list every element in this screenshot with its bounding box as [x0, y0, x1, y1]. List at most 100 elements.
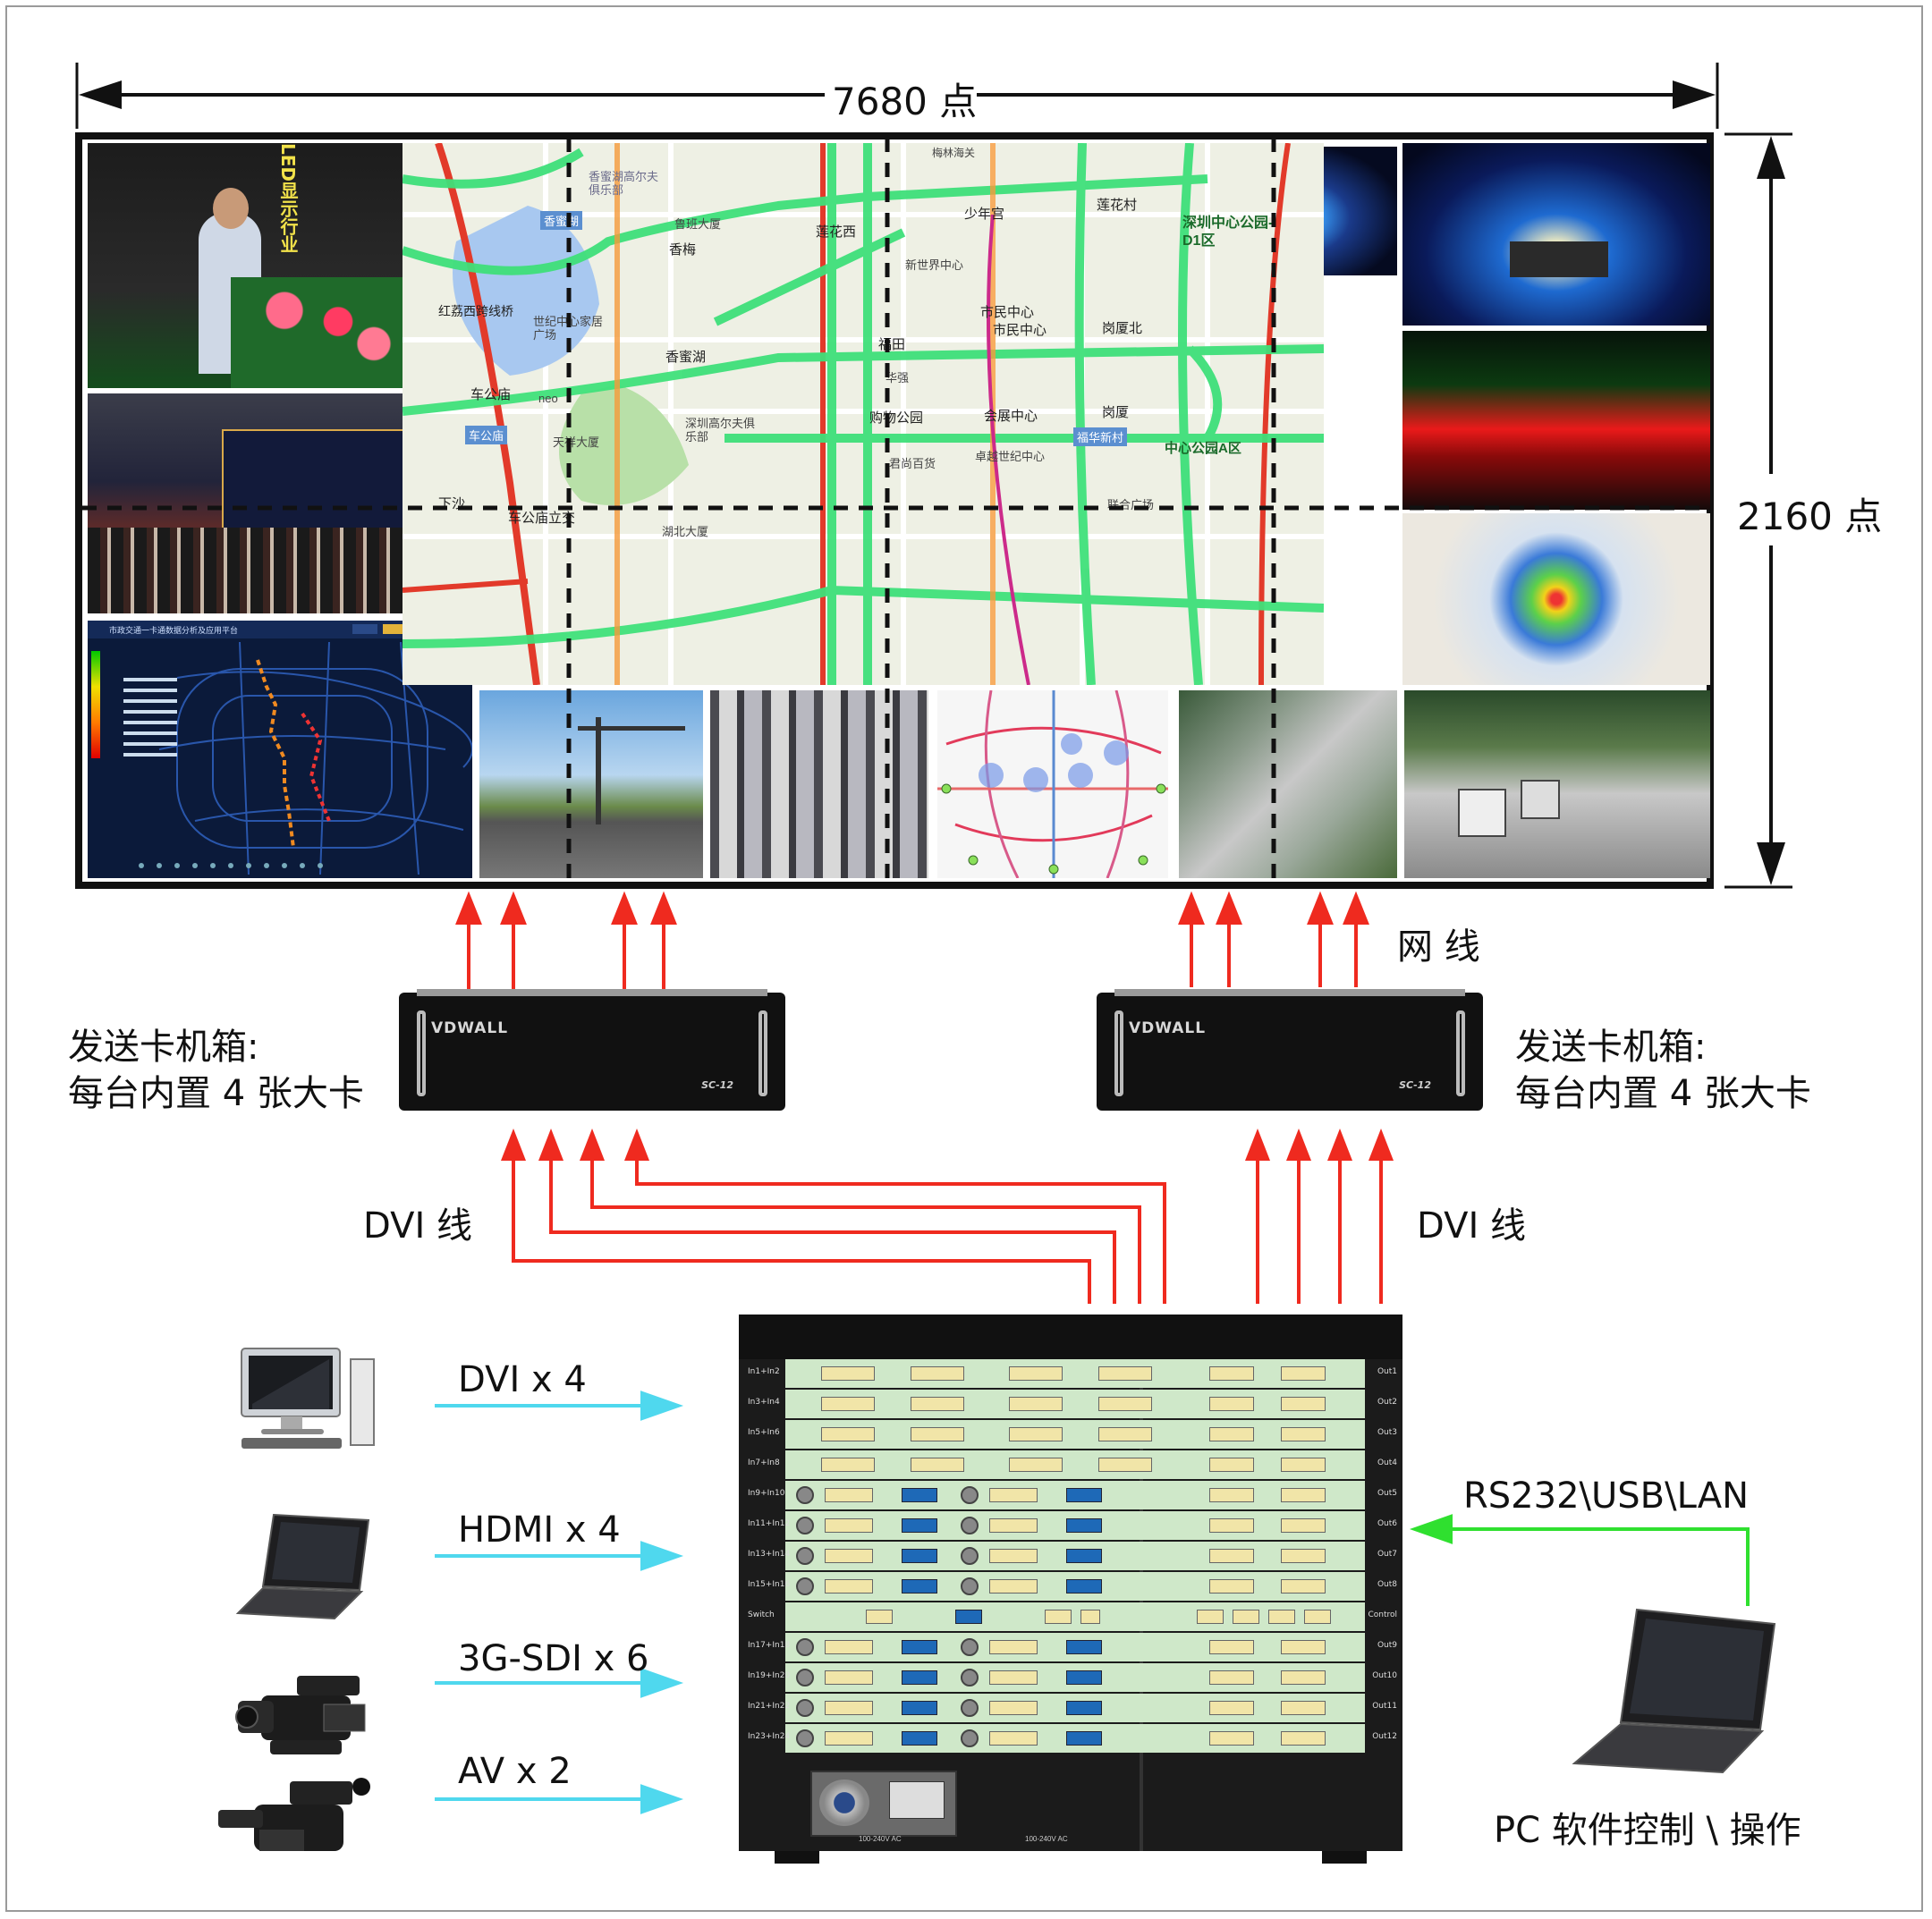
- dvi-port-icon: [1209, 1488, 1254, 1502]
- input-label-sdi: 3G-SDI x 6: [458, 1638, 649, 1679]
- bnc-port-icon: [961, 1517, 979, 1534]
- map-label: 华强: [886, 371, 910, 385]
- dvi-port-icon: [1281, 1427, 1326, 1441]
- slot-output-label: Control: [1368, 1610, 1397, 1619]
- laptop-icon: [235, 1513, 370, 1620]
- map-label: 天祥大厦: [553, 435, 600, 449]
- slot-input-label: In9+In10: [748, 1489, 785, 1498]
- network-cable-label: 网 线: [1397, 926, 1480, 968]
- dvi-port-icon: [1209, 1731, 1254, 1746]
- slot-input-label: In19+In20: [748, 1671, 791, 1680]
- bnc-port-icon: [961, 1729, 979, 1747]
- dvi-port-icon: [989, 1701, 1038, 1715]
- dvi-port-icon: [1281, 1731, 1326, 1746]
- slot-output-label: Out4: [1377, 1458, 1397, 1467]
- slot-output-label: Out11: [1372, 1702, 1397, 1711]
- map-label: 梅林海关: [932, 147, 976, 159]
- vga-port-icon: [902, 1701, 937, 1715]
- rack-model: SC-12: [1399, 1079, 1431, 1091]
- dvi-port-icon: [1098, 1458, 1152, 1472]
- highway-trucks-tile: [1404, 690, 1710, 878]
- traffic-jam-tile: [710, 690, 928, 878]
- slot-output-label: Out3: [1377, 1428, 1397, 1437]
- vga-port-icon: [1066, 1670, 1102, 1685]
- map-label: 车公庙立交: [508, 511, 576, 526]
- hdmi-port-icon: [1098, 1397, 1152, 1411]
- dvi-port-icon: [989, 1670, 1038, 1685]
- slot-output-label: Out12: [1372, 1732, 1397, 1741]
- dvi-port-icon: [825, 1670, 873, 1685]
- bnc-port-icon: [961, 1669, 979, 1687]
- hdmi-port-icon: [1009, 1397, 1063, 1411]
- vga-port-icon: [1066, 1488, 1102, 1502]
- dvi-port-icon: [825, 1640, 873, 1654]
- bnc-port-icon: [796, 1486, 814, 1504]
- bnc-port-icon: [796, 1669, 814, 1687]
- slot-output-label: Out2: [1377, 1398, 1397, 1407]
- hdmi-port-icon: [1045, 1610, 1072, 1624]
- map-label: 香梅: [669, 242, 697, 258]
- hdmi-port-icon: [1098, 1366, 1152, 1381]
- desktop-pc-icon: [241, 1348, 375, 1449]
- vga-port-icon: [902, 1518, 937, 1533]
- dvi-port-icon: [1281, 1640, 1326, 1654]
- dvi-port-icon: [825, 1701, 873, 1715]
- dvi-port-icon: [1281, 1549, 1326, 1563]
- dvi-port-icon: [1209, 1458, 1254, 1472]
- led-banner-text: LED显示行业: [277, 143, 299, 254]
- slot-output-label: Out10: [1372, 1671, 1397, 1680]
- slot-input-label: In23+In24: [748, 1732, 791, 1741]
- slot-input-label: In5+In6: [748, 1428, 780, 1437]
- dvi-port-icon: [1281, 1518, 1326, 1533]
- matrix-card-slot: In7+In8 Out4: [748, 1450, 1397, 1479]
- dvi-port-icon: [825, 1579, 873, 1594]
- map-label: 深圳中心公园-D1区: [1182, 216, 1274, 249]
- vga-port-icon: [902, 1549, 937, 1563]
- pro-camcorder-icon: [235, 1676, 366, 1754]
- vga-port-icon: [902, 1640, 937, 1654]
- vga-port-icon: [1066, 1731, 1102, 1746]
- power-rating-right: 100-240V AC: [1025, 1835, 1068, 1843]
- map-label: 莲花西: [816, 224, 857, 240]
- map-label: 莲花村: [1097, 198, 1138, 213]
- dvi-port-icon: [1209, 1701, 1254, 1715]
- aerial-intersection-tile: [1179, 690, 1397, 878]
- slot-output-label: Out8: [1377, 1580, 1397, 1589]
- hdmi-port-icon: [866, 1610, 893, 1624]
- dvi-port-icon: [1281, 1670, 1326, 1685]
- map-label: 车公庙: [465, 426, 508, 444]
- slot-output-label: Out1: [1377, 1367, 1397, 1376]
- dvi-port-icon: [821, 1427, 875, 1441]
- right-rack-label-line2: 每台内置 4 张大卡: [1515, 1073, 1811, 1114]
- bnc-port-icon: [796, 1638, 814, 1656]
- wall-split-lines: [82, 138, 1710, 883]
- slot-output-label: Out6: [1377, 1519, 1397, 1528]
- bnc-port-icon: [796, 1699, 814, 1717]
- map-label: 车公庙: [470, 387, 512, 402]
- dvi-port-icon: [1009, 1458, 1063, 1472]
- map-label: neo: [538, 392, 558, 405]
- map-label: 市民中心: [980, 305, 1035, 320]
- bnc-port-icon: [796, 1517, 814, 1534]
- metro-map-tile: [937, 690, 1168, 878]
- dvi-port-icon: [1009, 1427, 1063, 1441]
- map-label: 福华新村: [1073, 427, 1128, 446]
- ethernet-port-icon: [1080, 1610, 1100, 1624]
- road-junction-tile: [479, 690, 703, 878]
- map-label: 岗厦: [1102, 405, 1130, 420]
- dvi-port-icon: [1209, 1518, 1254, 1533]
- ethernet-port-icon: [1197, 1610, 1224, 1624]
- heatmap-tile: [1402, 513, 1710, 685]
- dvi-port-icon: [1209, 1670, 1254, 1685]
- vga-port-icon: [902, 1488, 937, 1502]
- slot-output-label: Out9: [1377, 1641, 1397, 1650]
- slot-input-label: In13+In14: [748, 1550, 791, 1559]
- slot-input-label: In7+In8: [748, 1458, 780, 1467]
- power-module-left: [810, 1771, 957, 1837]
